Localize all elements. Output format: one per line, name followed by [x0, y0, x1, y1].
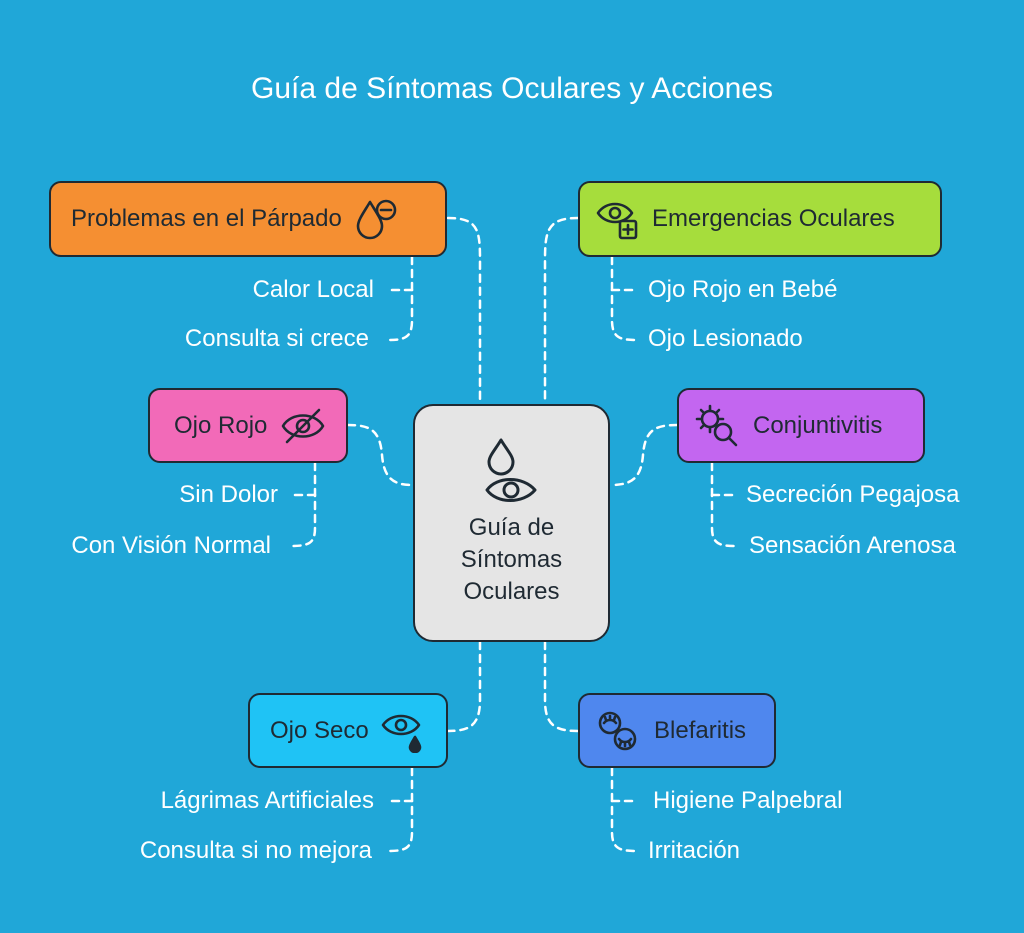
branch-problemas-parpado[interactable]: Problemas en el Párpado: [49, 181, 447, 257]
eye-off-icon: [281, 406, 325, 446]
branch-label: Blefaritis: [654, 716, 747, 744]
eye-drop-icon: [485, 438, 536, 502]
drop-minus-icon: [354, 196, 400, 242]
list-item: Higiene Palpebral: [653, 787, 843, 814]
list-item: Consulta si no mejora: [139, 837, 372, 864]
eye-tear-icon: [381, 709, 425, 753]
eye-medkit-icon: [596, 197, 640, 241]
list-item: Con Visión Normal: [71, 532, 271, 559]
list-item: Consulta si crece: [184, 325, 369, 352]
list-item: Ojo Lesionado: [648, 325, 803, 352]
list-item: Sensación Arenosa: [749, 532, 956, 559]
branch-label: Emergencias Oculares: [652, 205, 895, 232]
list-item: Secreción Pegajosa: [746, 481, 960, 508]
branch-ojo-seco[interactable]: Ojo Seco: [248, 693, 448, 768]
list-item: Sin Dolor: [179, 481, 278, 508]
branch-emergencias-oculares[interactable]: Emergencias Oculares: [578, 181, 942, 257]
branch-label: Ojo Seco: [270, 716, 369, 744]
branch-ojo-rojo[interactable]: Ojo Rojo: [148, 388, 348, 463]
branch-label: Ojo Rojo: [174, 411, 268, 439]
branch-conjuntivitis[interactable]: Conjuntivitis: [677, 388, 925, 463]
center-line-1: Guía de: [468, 514, 555, 541]
center-line-3: Oculares: [463, 578, 560, 605]
diagram-title: Guía de Síntomas Oculares y Acciones: [251, 72, 773, 105]
center-node[interactable]: Guía de Síntomas Oculares: [413, 404, 610, 642]
center-label: Guía de Síntomas Oculares: [461, 512, 562, 608]
virus-search-icon: [695, 404, 739, 448]
branch-blefaritis[interactable]: Blefaritis: [578, 693, 776, 768]
center-line-2: Síntomas: [460, 546, 563, 573]
branch-label: Problemas en el Párpado: [71, 205, 342, 232]
list-item: Ojo Rojo en Bebé: [648, 276, 838, 303]
list-item: Calor Local: [252, 276, 374, 303]
list-item: Lágrimas Artificiales: [160, 787, 374, 814]
list-item: Irritación: [648, 837, 741, 864]
branch-label: Conjuntivitis: [753, 411, 883, 439]
eyelid-icon: [596, 709, 640, 753]
